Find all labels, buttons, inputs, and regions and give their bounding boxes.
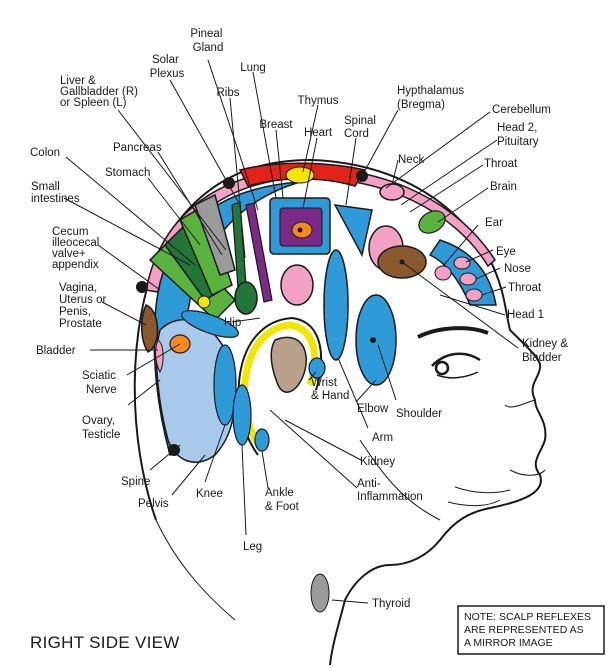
label-liver: Liver & Gallbladder (R) or Spleen (L) bbox=[60, 75, 141, 109]
label-knee: Knee bbox=[196, 488, 223, 500]
front-blue-panel bbox=[428, 239, 497, 306]
label-lung: Lung bbox=[240, 62, 266, 74]
label-kidney: Kidney bbox=[360, 456, 395, 468]
label-solar-plexus: Solar Plexus bbox=[150, 54, 185, 80]
label-ribs: Ribs bbox=[216, 87, 239, 99]
label-eye: Eye bbox=[496, 246, 516, 258]
ankle-foot-zone bbox=[254, 428, 270, 452]
label-thyroid: Thyroid bbox=[372, 598, 410, 610]
label-hip: Hip bbox=[224, 317, 241, 329]
thyroid-zone bbox=[310, 573, 330, 613]
cecum-yellow-dot bbox=[197, 295, 211, 309]
ear-zone bbox=[434, 265, 452, 281]
neck-zone bbox=[379, 183, 405, 201]
label-wrist-hand: Wrist & Hand bbox=[311, 377, 349, 402]
lung-zone bbox=[280, 264, 314, 306]
label-brain: Brain bbox=[490, 181, 517, 193]
view-title: RIGHT SIDE VIEW bbox=[30, 633, 180, 652]
eyebrow bbox=[417, 326, 489, 339]
label-anti-inflammation: Anti- Inflammation bbox=[357, 478, 423, 503]
lips bbox=[454, 469, 546, 494]
arm-zone bbox=[323, 249, 349, 361]
shoulder-zone bbox=[333, 204, 373, 258]
ribs-strip bbox=[245, 202, 273, 303]
label-elbow: Elbow bbox=[357, 403, 389, 415]
label-shoulder: Shoulder bbox=[396, 408, 442, 420]
chin-line bbox=[447, 499, 501, 507]
label-small-intestines: Small intestines bbox=[31, 181, 80, 205]
label-stomach: Stomach bbox=[105, 167, 150, 179]
label-vagina: Vagina, Uterus or Penis, Prostate bbox=[59, 282, 110, 330]
liver-zone bbox=[234, 281, 258, 315]
note-box bbox=[457, 605, 605, 655]
label-pancreas: Pancreas bbox=[113, 142, 162, 154]
label-spinal-cord: Spinal Cord bbox=[344, 115, 379, 140]
eye-zone bbox=[453, 256, 471, 270]
throat-zone bbox=[465, 288, 483, 302]
nose-tip bbox=[504, 399, 536, 408]
jaw-line bbox=[359, 439, 441, 521]
label-leg: Leg bbox=[243, 541, 262, 553]
label-breast: Breast bbox=[259, 119, 293, 131]
label-head2: Head 2, Pituitary bbox=[497, 122, 540, 148]
neck-back-line bbox=[155, 519, 236, 621]
leg-zone bbox=[232, 384, 252, 446]
label-cerebellum: Cerebellum bbox=[492, 104, 551, 116]
heart-yellow-core bbox=[285, 166, 315, 184]
vagina-zone bbox=[141, 304, 159, 353]
eye-iris bbox=[434, 360, 450, 376]
label-thymus: Thymus bbox=[298, 95, 339, 107]
label-spine: Spine bbox=[121, 476, 150, 488]
label-head1: Head 1 bbox=[507, 309, 544, 321]
label-kidney-bladder: Kidney & Bladder bbox=[522, 338, 571, 364]
label-bladder: Bladder bbox=[36, 345, 76, 357]
label-neck: Neck bbox=[398, 154, 424, 166]
landmark-dot-breast bbox=[297, 227, 303, 233]
brain-zone bbox=[418, 210, 446, 234]
eye-lid bbox=[431, 352, 481, 367]
label-colon: Colon bbox=[30, 147, 60, 159]
label-nose: Nose bbox=[504, 263, 531, 275]
landmark-dot-shoulder bbox=[370, 337, 376, 343]
label-throat-top: Throat bbox=[484, 158, 518, 170]
eye-bottom bbox=[436, 371, 479, 379]
landmark-dot-left bbox=[136, 281, 148, 293]
label-heart: Heart bbox=[304, 127, 333, 139]
label-hypthalamus: Hypthalamus (Bregma) bbox=[397, 85, 467, 111]
label-cecum: Cecum illeocecal valve+ appendix bbox=[52, 226, 103, 271]
leader-lines bbox=[63, 59, 519, 604]
hip-zone bbox=[181, 310, 239, 338]
label-pineal-gland: Pineal Gland bbox=[190, 28, 225, 54]
note-text: NOTE: SCALP REFLEXES ARE REPRESENTED AS … bbox=[464, 611, 594, 649]
wrist-hand-zone bbox=[308, 357, 326, 379]
nose-zone bbox=[459, 272, 477, 286]
label-sciatic: Sciatic Nerve bbox=[82, 370, 119, 396]
label-ankle-foot: Ankle & Foot bbox=[265, 487, 300, 513]
label-ear: Ear bbox=[485, 217, 503, 229]
label-ovary: Ovary, Testicle bbox=[82, 415, 120, 441]
ear-inner bbox=[270, 336, 307, 393]
label-pelvis: Pelvis bbox=[138, 498, 169, 510]
label-throat-right: Throat bbox=[508, 282, 542, 294]
label-arm: Arm bbox=[372, 432, 393, 444]
